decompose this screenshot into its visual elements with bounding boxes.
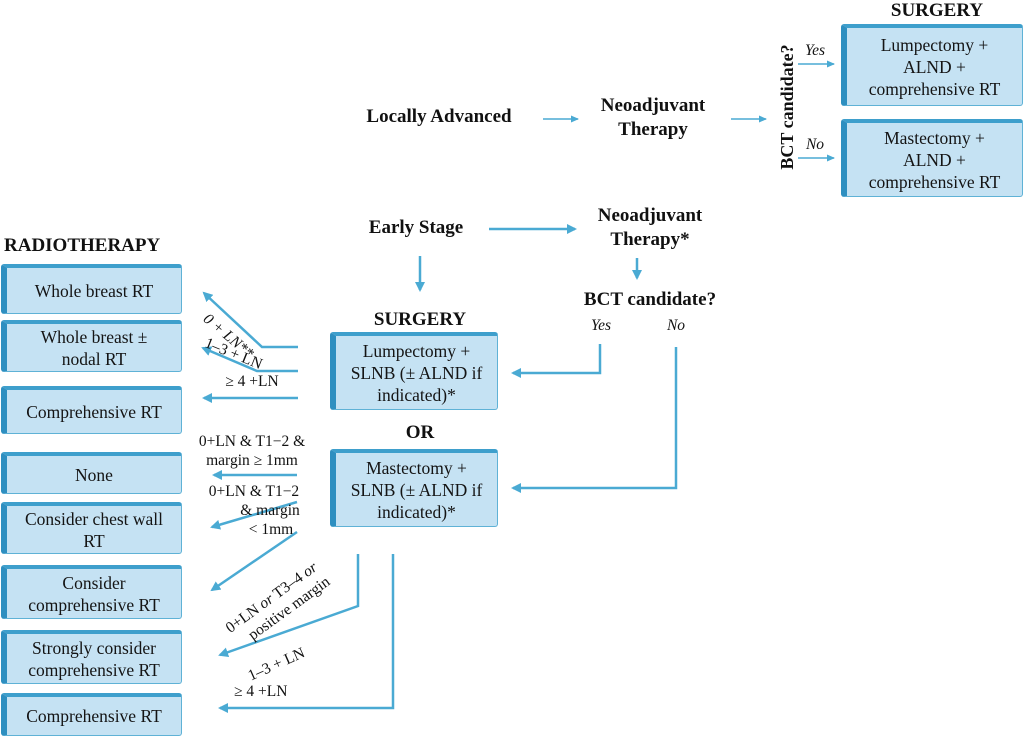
or-label: OR bbox=[405, 422, 435, 443]
arrow-consider-comprehensive bbox=[210, 530, 298, 592]
box-line: SLNB (± ALND if bbox=[350, 362, 483, 383]
box-line: RT bbox=[83, 530, 105, 551]
mastectomy-slnb-box: Mastectomy + SLNB (± ALND if indicated)* bbox=[330, 449, 498, 527]
surgery-heading-early: SURGERY bbox=[373, 309, 467, 330]
rt-comprehensive-2: Comprehensive RT bbox=[1, 693, 182, 736]
label-line: < 1mm bbox=[248, 521, 294, 538]
yes-label-top: Yes bbox=[804, 42, 826, 59]
box-line: indicated)* bbox=[377, 384, 456, 405]
box-line: Whole breast RT bbox=[34, 280, 154, 301]
box-line: comprehensive RT bbox=[28, 594, 160, 615]
arrow-no-to-mastectomy-box bbox=[511, 347, 678, 493]
rt-consider-chest-wall: Consider chest wall RT bbox=[1, 502, 182, 554]
lumpectomy-slnb-box: Lumpectomy + SLNB (± ALND if indicated)* bbox=[330, 332, 498, 410]
neoadjuvant-line-1: Neoadjuvant bbox=[600, 95, 706, 116]
neoadjuvant-line-2: Therapy* bbox=[610, 229, 690, 250]
neoadjuvant-therapy-top: Neoadjuvant Therapy bbox=[590, 94, 716, 142]
box-line: comprehensive RT bbox=[868, 78, 1001, 99]
edge-label-4-ln-mast: ≥ 4 +LN bbox=[234, 683, 288, 700]
rt-none: None bbox=[1, 452, 182, 494]
box-line: ALND + bbox=[903, 56, 966, 77]
rt-strongly-consider: Strongly consider comprehensive RT bbox=[1, 630, 182, 684]
neoadjuvant-therapy-early: Neoadjuvant Therapy* bbox=[580, 204, 720, 252]
box-line: Mastectomy + bbox=[366, 457, 467, 478]
box-line: comprehensive RT bbox=[28, 659, 160, 680]
box-line: Lumpectomy + bbox=[362, 340, 471, 361]
neoadjuvant-line-2: Therapy bbox=[618, 119, 688, 140]
no-label-early: No bbox=[666, 317, 686, 334]
edge-label-4-ln-lump: ≥ 4 +LN bbox=[225, 373, 279, 390]
mastectomy-alnd-box: Mastectomy + ALND + comprehensive RT bbox=[841, 119, 1023, 197]
box-line: Comprehensive RT bbox=[26, 401, 162, 422]
box-line: comprehensive RT bbox=[868, 171, 1001, 192]
lumpectomy-alnd-box: Lumpectomy + ALND + comprehensive RT bbox=[841, 24, 1023, 106]
box-line: Mastectomy + bbox=[884, 127, 985, 148]
box-line: Strongly consider bbox=[32, 637, 156, 658]
box-line: SLNB (± ALND if bbox=[350, 479, 483, 500]
label-line: 0+LN & T1−2 bbox=[208, 483, 300, 500]
box-line: Comprehensive RT bbox=[26, 706, 162, 726]
arrow-chest-wall bbox=[210, 500, 298, 530]
edge-label-none-criteria: 0+LN & T1−2 & margin ≥ 1mm bbox=[188, 432, 316, 470]
label-line: 0+LN & T1−2 & bbox=[198, 433, 306, 450]
no-label-top: No bbox=[805, 136, 825, 153]
edge-label-chest-wall-criteria: 0+LN & T1−2 & margin < 1mm bbox=[195, 482, 313, 539]
rt-consider-comprehensive: Consider comprehensive RT bbox=[1, 565, 182, 619]
arrow-strongly-consider bbox=[218, 554, 360, 658]
arrow-13ln-nodal bbox=[201, 346, 298, 373]
surgery-heading-top: SURGERY bbox=[890, 0, 984, 21]
neoadjuvant-line-1: Neoadjuvant bbox=[597, 205, 703, 226]
box-line: Consider bbox=[62, 572, 126, 593]
rt-whole-breast-nodal: Whole breast ± nodal RT bbox=[1, 320, 182, 372]
arrow-yes-to-lumpectomy-box bbox=[511, 344, 602, 378]
box-line: Lumpectomy + bbox=[880, 34, 989, 55]
box-line: nodal RT bbox=[61, 348, 127, 369]
rt-whole-breast: Whole breast RT bbox=[1, 264, 182, 314]
locally-advanced-label: Locally Advanced bbox=[366, 106, 512, 127]
arrow-0ln-whole-breast bbox=[202, 291, 298, 349]
yes-label-early: Yes bbox=[590, 317, 612, 334]
early-stage-label: Early Stage bbox=[368, 217, 464, 238]
box-line: None bbox=[75, 464, 113, 485]
bct-candidate-vertical: BCT candidate? bbox=[777, 44, 797, 170]
box-line: Consider chest wall bbox=[24, 508, 164, 529]
bct-candidate-early: BCT candidate? bbox=[583, 289, 717, 310]
rt-comprehensive-1: Comprehensive RT bbox=[1, 386, 182, 434]
box-line: Whole breast ± bbox=[40, 326, 148, 347]
radiotherapy-heading: RADIOTHERAPY bbox=[4, 235, 161, 256]
box-line: ALND + bbox=[903, 149, 966, 170]
arrow-comprehensive-final bbox=[218, 554, 395, 713]
label-line: & margin bbox=[240, 502, 300, 519]
box-line: indicated)* bbox=[377, 501, 456, 522]
label-line: margin ≥ 1mm bbox=[206, 452, 298, 469]
